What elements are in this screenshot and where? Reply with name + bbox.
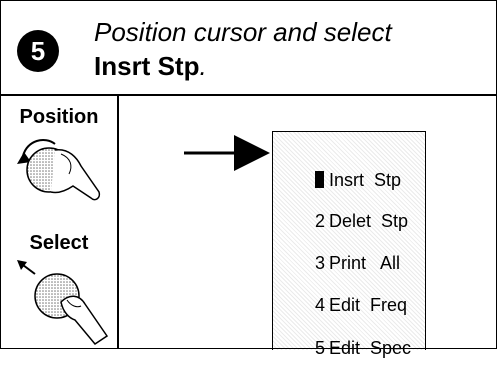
instruction-target: Insrt Stp. [94,49,392,83]
softkey-label: Edit Spec [329,338,412,358]
instruction-text: Position cursor and select Insrt Stp. [94,15,392,83]
position-label: Position [19,106,99,128]
softkey-number: 5 [315,338,326,358]
softkey-label: Insrt Stp [329,170,402,190]
softkey-label: Edit Freq [329,295,408,315]
instruction-card: 5 Position cursor and select Insrt Stp. … [0,0,497,358]
controls-column: Position Select [1,96,119,349]
softkey-number: 3 [315,253,326,273]
target-softkey-label: Insrt Stp [94,51,200,81]
step-number: 5 [30,35,46,66]
position-knob-icon[interactable] [15,128,107,208]
instruction-period: . [199,51,207,81]
select-label: Select [29,232,89,254]
right-arrow-icon [184,135,270,171]
menu-cursor-icon [315,171,325,188]
select-knob-icon[interactable] [15,254,111,346]
softkey-label: Delet Stp [329,211,409,231]
softkey-insrt-stp[interactable]: Insrt Stp [285,149,401,212]
softkey-label: Print All [329,253,401,273]
step-number-badge: 5 [17,30,59,72]
instruction-header: 5 Position cursor and select Insrt Stp. [1,1,496,96]
instruction-line: Position cursor and select [94,17,392,47]
softkey-number: 2 [315,211,326,231]
softkey-number: 4 [315,295,326,315]
